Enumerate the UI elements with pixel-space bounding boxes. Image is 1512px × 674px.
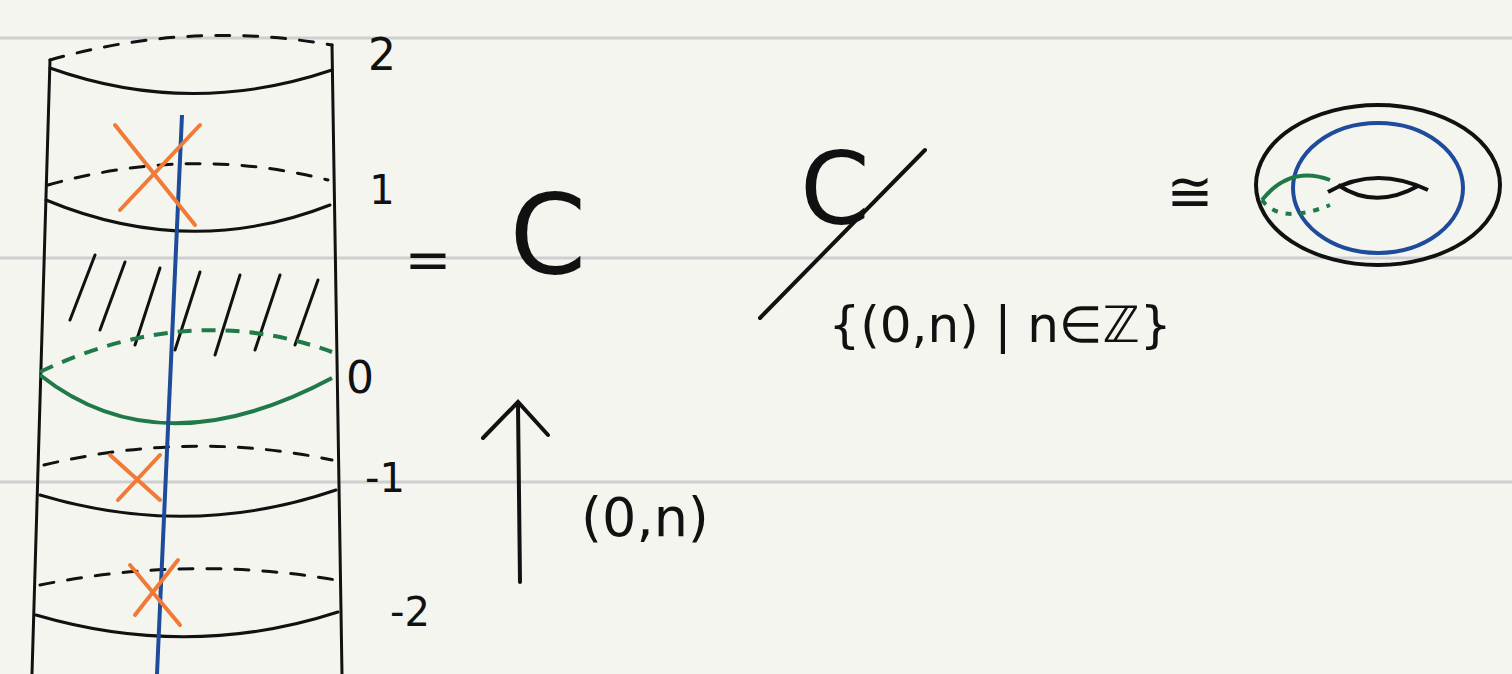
math-label: (0,n) <box>581 491 709 545</box>
cylinder <box>32 35 342 674</box>
ruled-lines <box>0 38 1512 482</box>
level-number: 1 <box>369 170 394 210</box>
blue-line <box>157 115 182 674</box>
arrow-up <box>483 402 548 582</box>
orange-cross <box>110 125 200 625</box>
math-label: = <box>405 232 452 288</box>
math-label: C <box>510 180 587 290</box>
math-label: ≅ <box>1167 164 1214 220</box>
hatching <box>70 255 318 355</box>
green-loop <box>40 330 332 423</box>
level-number: 2 <box>368 33 396 77</box>
math-label: C <box>800 140 870 240</box>
level-number: -2 <box>390 592 430 632</box>
math-label: {(0,n) | n∈ℤ} <box>828 300 1171 350</box>
level-number: -1 <box>365 458 405 498</box>
level-number: 0 <box>346 356 374 400</box>
torus <box>1256 105 1500 265</box>
